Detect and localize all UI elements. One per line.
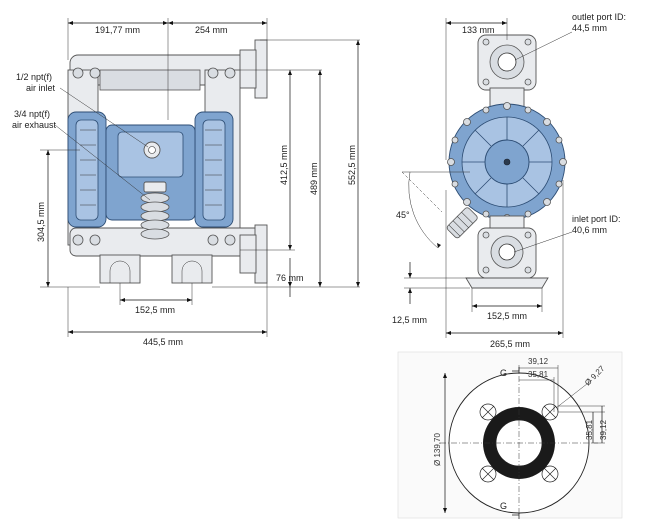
dim-489: 489 mm — [309, 162, 319, 195]
label-inlet-port-size: 40,6 mm — [572, 225, 607, 235]
dim-12-5: 12,5 mm — [392, 315, 427, 325]
section-mark-bottom: G — [500, 501, 507, 511]
dim-304-5: 304,5 mm — [36, 202, 46, 242]
label-inlet-port: inlet port ID: — [572, 214, 621, 224]
label-air-inlet: air inlet — [26, 83, 56, 93]
dim-35-81-top: 35,81 — [528, 370, 549, 379]
dim-552-5: 552,5 mm — [347, 145, 357, 185]
side-view-pump — [446, 34, 567, 289]
dim-191-77: 191,77 mm — [95, 25, 140, 35]
dim-152-5-front: 152,5 mm — [135, 305, 175, 315]
dim-133: 133 mm — [462, 25, 495, 35]
dim-angle-45: 45° — [396, 210, 410, 220]
dim-39-12-side: 39,12 — [599, 419, 608, 440]
label-outlet-port-size: 44,5 mm — [572, 23, 607, 33]
front-view-pump — [67, 39, 268, 284]
label-air-exhaust: air exhaust — [12, 120, 57, 130]
dim-35-81-side: 35,81 — [585, 419, 594, 440]
label-outlet-port: outlet port ID: — [572, 12, 626, 22]
dim-265-5: 265,5 mm — [490, 339, 530, 349]
dim-254: 254 mm — [195, 25, 228, 35]
dim-39-12-top: 39,12 — [528, 357, 549, 366]
dim-152-5-side: 152,5 mm — [487, 311, 527, 321]
label-air-exhaust-spec: 3/4 npt(f) — [14, 109, 50, 119]
label-air-inlet-spec: 1/2 npt(f) — [16, 72, 52, 82]
section-mark-top: G — [500, 368, 507, 378]
muffler — [140, 192, 170, 240]
front-view-dimensions — [40, 18, 360, 337]
dim-139-70: Ø 139,70 — [433, 433, 442, 466]
side-view-dimensions — [401, 18, 573, 338]
dim-412-5: 412,5 mm — [279, 145, 289, 185]
flange-view — [397, 351, 623, 519]
dim-76: 76 mm — [276, 273, 304, 283]
dim-445-5: 445,5 mm — [143, 337, 183, 347]
